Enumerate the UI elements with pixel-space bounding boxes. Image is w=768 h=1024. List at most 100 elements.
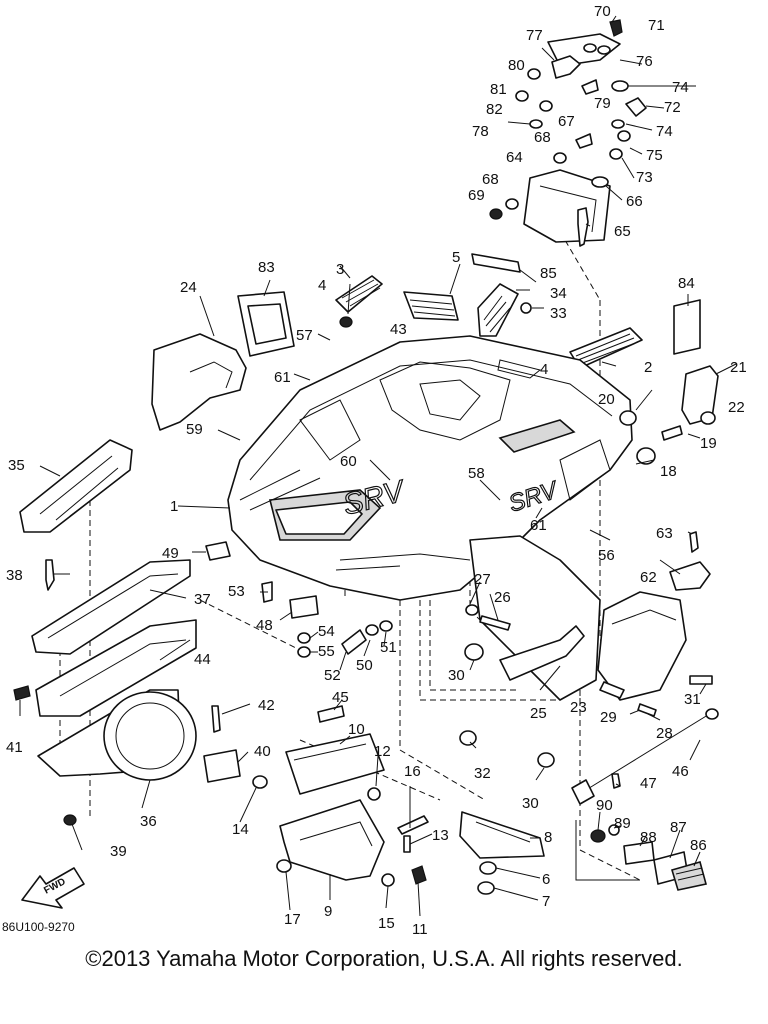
cover-10: [285, 733, 385, 795]
fwd-arrow: FWD: [21, 867, 85, 909]
callout-81: 81: [490, 81, 507, 98]
callout-80: 80: [508, 57, 525, 74]
callout-85: 85: [540, 265, 557, 282]
grip-34: [477, 283, 519, 337]
bolt-65: [577, 207, 589, 247]
callout-73: 73: [636, 169, 653, 186]
callout-83: 83: [258, 259, 275, 276]
callout-74b: 74: [656, 123, 673, 140]
callout-23: 23: [570, 699, 587, 716]
callout-60: 60: [340, 453, 357, 470]
plate-45: [317, 705, 345, 723]
callout-29: 29: [600, 709, 617, 726]
clip-49: [205, 541, 231, 561]
callout-84: 84: [678, 275, 695, 292]
copyright-notice: ©2013 Yamaha Motor Corporation, U.S.A. A…: [85, 946, 683, 971]
cover-62: [669, 561, 711, 591]
callout-90: 90: [596, 797, 613, 814]
callout-65: 65: [614, 223, 631, 240]
block-40: [203, 749, 241, 783]
drawing-code: 86U100-9270: [2, 920, 75, 934]
callout-34: 34: [550, 285, 567, 302]
duct-44: [35, 619, 197, 717]
lower-center-parts: [203, 541, 429, 887]
callout-70: 70: [594, 3, 611, 20]
callout-5: 5: [452, 249, 460, 266]
callout-57: 57: [296, 327, 313, 344]
callout-7: 7: [542, 893, 550, 910]
pad-3: [335, 275, 383, 313]
exploded-parts-diagram: SRV SRV: [6, 3, 747, 938]
callout-53: 53: [228, 583, 245, 600]
callout-11: 11: [412, 921, 428, 938]
bracket-77: [551, 55, 581, 79]
tray-9: [279, 799, 385, 881]
callout-33: 33: [550, 305, 567, 322]
callout-12: 12: [374, 743, 391, 760]
side-panels: [19, 333, 247, 533]
console-box-64: [523, 169, 611, 243]
leader-lines: [19, 15, 737, 917]
callout-4b: 4: [540, 361, 548, 378]
callout-32: 32: [474, 765, 491, 782]
guard-23: [597, 591, 687, 701]
right-side-parts: [619, 365, 719, 591]
upper-pads: [237, 253, 701, 382]
callout-35: 35: [8, 457, 25, 474]
callout-52: 52: [324, 667, 341, 684]
callout-15: 15: [378, 915, 395, 932]
callout-36: 36: [140, 813, 157, 830]
callout-21: 21: [730, 359, 747, 376]
callout-63: 63: [656, 525, 673, 542]
cover-rear: [469, 535, 601, 701]
duct-37: [31, 559, 191, 655]
callout-45: 45: [332, 689, 349, 706]
callout-72: 72: [664, 99, 681, 116]
callout-59: 59: [186, 421, 203, 438]
callout-25: 25: [530, 705, 547, 722]
cover-24: [151, 333, 247, 431]
callout-46: 46: [672, 763, 689, 780]
callout-50: 50: [356, 657, 373, 674]
lower-right-parts: [459, 535, 719, 895]
callout-76: 76: [636, 53, 653, 70]
callout-30b: 30: [522, 795, 539, 812]
callout-66: 66: [626, 193, 643, 210]
callout-28: 28: [656, 725, 673, 742]
air-ducts: [13, 559, 197, 826]
callout-82: 82: [486, 101, 503, 118]
callout-49: 49: [162, 545, 179, 562]
bracket-48: [289, 595, 319, 619]
callout-56: 56: [598, 547, 615, 564]
key-71: [609, 19, 623, 37]
callout-4: 4: [318, 277, 326, 294]
callout-6: 6: [542, 871, 550, 888]
bracket-25: [499, 625, 585, 681]
callout-61b: 61: [530, 517, 547, 534]
callout-68: 68: [534, 129, 551, 146]
callout-17: 17: [284, 911, 301, 928]
callout-24: 24: [180, 279, 197, 296]
callout-88: 88: [640, 829, 657, 846]
callout-20: 20: [598, 391, 615, 408]
callout-2: 2: [644, 359, 652, 376]
callout-27: 27: [474, 571, 491, 588]
plate-84: [673, 299, 701, 355]
callout-38: 38: [6, 567, 23, 584]
callout-87: 87: [670, 819, 687, 836]
callout-69: 69: [468, 187, 485, 204]
callout-10: 10: [348, 721, 365, 738]
pad-5: [403, 291, 459, 321]
callout-39: 39: [110, 843, 127, 860]
callout-3: 3: [336, 261, 344, 278]
grille-35: [19, 439, 133, 533]
callout-30: 30: [448, 667, 465, 684]
callout-55: 55: [318, 643, 335, 660]
callout-77: 77: [526, 27, 543, 44]
callout-71: 71: [648, 17, 665, 34]
callout-62: 62: [640, 569, 657, 586]
callout-58: 58: [468, 465, 485, 482]
callout-26: 26: [494, 589, 511, 606]
callout-19: 19: [700, 435, 717, 452]
